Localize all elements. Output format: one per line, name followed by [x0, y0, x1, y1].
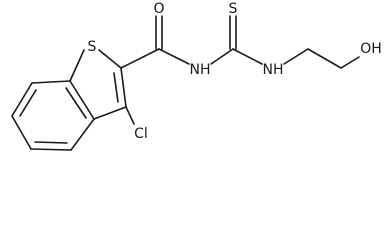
- bond-c3-cl: [125, 106, 135, 125]
- bond-c5-c4: [30, 148, 72, 151]
- bond-c2-ccarbonyl: [120, 48, 160, 69]
- bond-c2-c3-inner: [113, 72, 119, 103]
- bonds: [11, 15, 360, 151]
- bond-c7-c6-inner: [19, 89, 37, 117]
- bond-c7a-c7: [31, 80, 71, 84]
- bond-c5-c4-inner: [34, 141, 68, 144]
- bond-c-n-amide: [158, 48, 190, 65]
- atom-labels: S O NH S NH OH Cl: [88, 1, 382, 142]
- atom-n-amine: NH: [263, 62, 284, 78]
- bond-ch2a-ch2b: [307, 48, 342, 69]
- bond-n-ch2a: [283, 48, 309, 65]
- atom-s-ring: S: [88, 39, 97, 55]
- atom-oh: OH: [360, 41, 382, 57]
- bond-c4-c3a: [70, 118, 95, 151]
- molecule-diagram: S O NH S NH OH Cl: [11, 1, 382, 151]
- atom-n-amide: NH: [190, 62, 211, 78]
- bond-c3a-c7a: [69, 80, 95, 120]
- atom-o-carbonyl: O: [153, 1, 164, 17]
- bond-c7-c6: [11, 82, 33, 117]
- bond-c6-c5: [11, 115, 32, 150]
- bond-c2-c3: [120, 67, 127, 108]
- atom-s-thio: S: [229, 1, 238, 17]
- bond-s-c7a: [69, 49, 85, 82]
- bond-cthio-n-amine: [232, 48, 263, 65]
- atom-cl: Cl: [134, 126, 148, 142]
- bond-c3a-c7a-inner: [65, 87, 87, 119]
- bond-s-c2: [98, 49, 122, 69]
- bond-c3-c3a: [93, 106, 127, 120]
- bond-ch2b-oh: [340, 56, 360, 69]
- bond-n-cthio: [210, 48, 234, 65]
